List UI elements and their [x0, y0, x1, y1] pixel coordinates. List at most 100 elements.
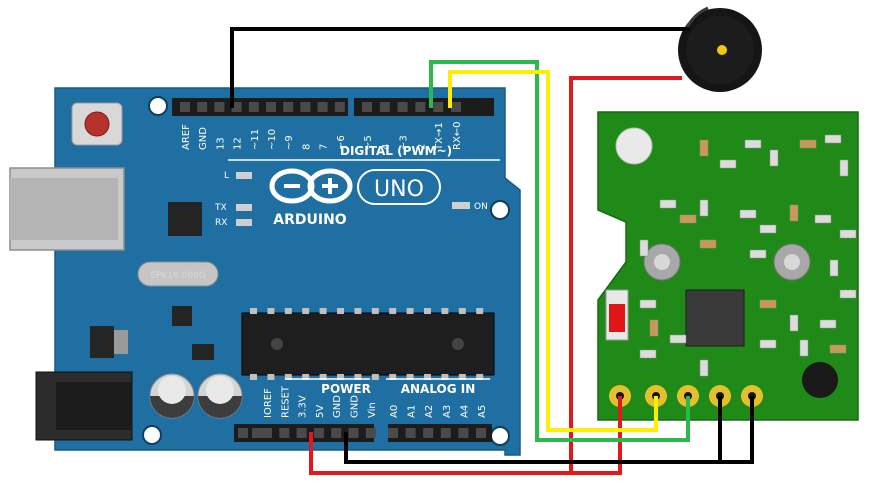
- header-pin-hole: [365, 428, 376, 438]
- header-pin-hole: [379, 102, 390, 112]
- header-pin-hole: [458, 428, 469, 438]
- mounting-hole: [142, 425, 162, 445]
- wire-green-pin3: [429, 60, 690, 442]
- sensor-chip: [685, 289, 745, 347]
- pin-label: A3: [442, 405, 453, 418]
- header-pin-hole: [451, 102, 461, 112]
- chip-leg: [371, 308, 379, 314]
- chip-leg: [302, 308, 310, 314]
- smd-component: [824, 134, 842, 144]
- pin-label: A1: [407, 405, 418, 418]
- header-pin-hole: [423, 428, 434, 438]
- header-pin-hole: [362, 102, 372, 112]
- pin-label: ~9: [284, 135, 295, 150]
- smd-component: [799, 139, 817, 149]
- reset-button[interactable]: [71, 102, 123, 146]
- chip-leg: [476, 308, 484, 314]
- power-header-label: POWER: [321, 382, 371, 396]
- chip-leg: [250, 374, 257, 380]
- chip-leg: [284, 308, 292, 314]
- led-tx: [236, 204, 252, 211]
- smd-component: [679, 214, 697, 224]
- pin-label: Vin: [367, 402, 378, 418]
- wires: [230, 27, 754, 475]
- pin-label: ~6: [336, 135, 347, 150]
- chip-leg: [250, 308, 257, 314]
- smd-component: [819, 319, 837, 329]
- chip-leg: [354, 374, 362, 380]
- chip-leg: [302, 374, 310, 380]
- chip-leg: [354, 308, 362, 314]
- chip-leg: [406, 308, 414, 314]
- header-pin-hole: [231, 102, 242, 112]
- pin-label: ~5: [363, 135, 374, 150]
- chip-leg: [389, 374, 397, 380]
- header-pin-hole: [296, 428, 307, 438]
- voltage-regulator: [90, 326, 128, 358]
- smd-component: [799, 339, 809, 357]
- pin-label: 8: [301, 144, 312, 150]
- header-pin-hole: [180, 102, 190, 112]
- uno-text: UNO: [374, 177, 424, 202]
- header-pin-hole: [476, 428, 486, 438]
- chip-leg: [424, 374, 431, 380]
- pin-label: IOREF: [263, 388, 274, 418]
- chip-leg: [337, 308, 344, 314]
- smd-component: [814, 214, 832, 224]
- smd-component: [759, 299, 777, 309]
- pin-label: A2: [424, 405, 435, 418]
- led-rx-label: RX: [215, 218, 227, 228]
- pin-label: GND: [198, 127, 209, 150]
- pin-label: RX←0: [452, 121, 463, 150]
- smd-component: [639, 349, 657, 359]
- wire-red-5v: [309, 432, 571, 475]
- dc-power-jack: [35, 371, 133, 441]
- wire-black-buzzer-gnd: [230, 27, 690, 108]
- smd-component: [744, 139, 762, 149]
- header-pin-hole: [317, 102, 328, 112]
- chip-leg: [406, 374, 414, 380]
- led-rx: [236, 219, 252, 226]
- crystal-oscillator: SPK16.000G: [137, 261, 219, 287]
- on-label: ON: [474, 202, 488, 212]
- digital-header-label: DIGITAL (PWM~): [340, 144, 452, 158]
- smd-component: [789, 204, 799, 222]
- pin-label: GND: [332, 395, 343, 418]
- smd-component: [829, 259, 839, 277]
- led-tx-label: TX: [214, 203, 227, 213]
- usb-connector: [9, 167, 125, 251]
- smd-component: [759, 224, 777, 234]
- chip-leg: [424, 308, 431, 314]
- header-pin-hole: [331, 428, 342, 438]
- chip-leg: [284, 374, 292, 380]
- smd-component: [669, 334, 687, 344]
- power-led: [609, 304, 625, 332]
- chip-leg: [458, 308, 466, 314]
- smd-component: [639, 299, 657, 309]
- header-pin-hole: [388, 428, 398, 438]
- smd-component: [659, 199, 677, 209]
- pin-label: ~10: [267, 129, 278, 150]
- smd-component: [649, 319, 659, 337]
- chip-leg: [319, 308, 327, 314]
- smd-component: [839, 229, 857, 239]
- arduino-uno-board: SPK16.000G L TX RX ON: [9, 87, 521, 456]
- header-pin-hole: [248, 102, 259, 112]
- header-pin-hole: [415, 102, 426, 112]
- header-pin-hole: [405, 428, 416, 438]
- header-pin-hole: [252, 428, 262, 438]
- smd-component: [699, 239, 717, 249]
- header-pin-hole: [214, 102, 225, 112]
- pin-label: 12: [233, 137, 244, 150]
- pin-label: 13: [215, 137, 226, 150]
- header-pin-hole: [348, 428, 359, 438]
- smd-component: [769, 149, 779, 167]
- chip-leg: [337, 374, 344, 380]
- smd-component: [789, 314, 799, 332]
- pin-label: A5: [477, 405, 488, 418]
- pin-label: 7: [319, 144, 330, 150]
- header-pin-hole: [433, 102, 444, 112]
- pin-label: TX→1: [434, 122, 445, 151]
- header-pin-hole: [397, 102, 408, 112]
